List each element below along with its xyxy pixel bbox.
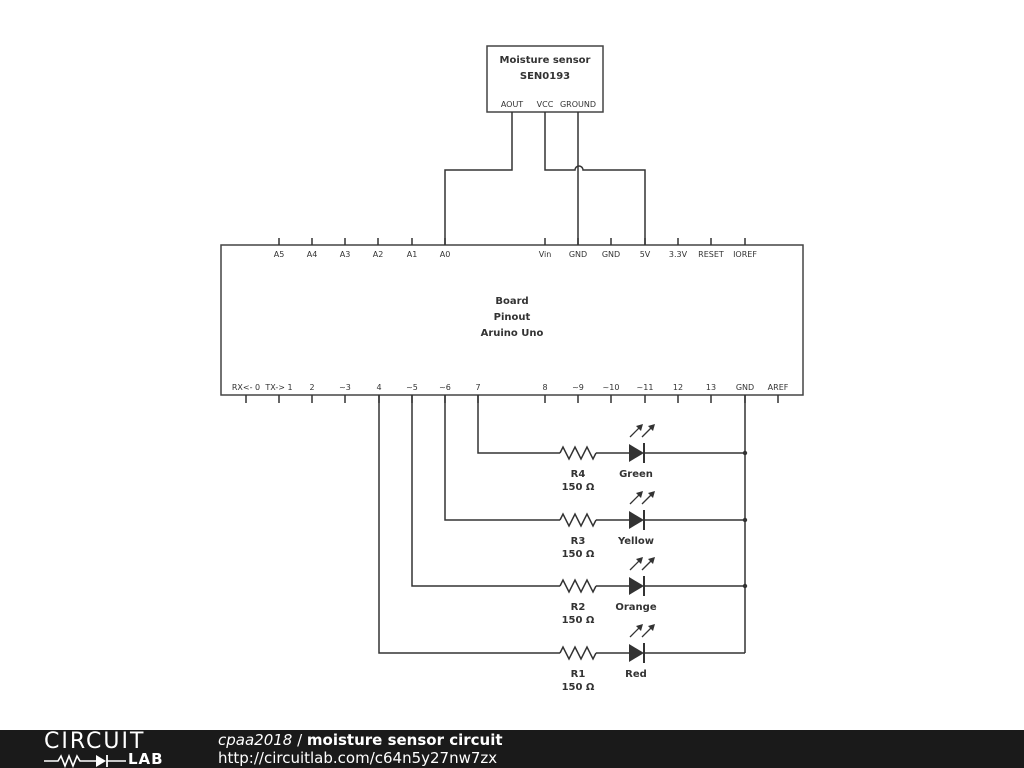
pin-label-bottom-rx-0: RX<- 0 <box>232 383 260 392</box>
wire-pin7-r4 <box>477 395 560 454</box>
light-arrowhead-icon <box>636 491 643 498</box>
resistor-r4-icon <box>559 445 597 461</box>
wire-pin5-r2 <box>411 395 560 587</box>
circuit-title: cpaa2018 / moisture sensor circuit <box>218 731 503 749</box>
pin-label-bottom-gnd: GND <box>736 383 754 392</box>
pin-label-top-a1: A1 <box>407 250 418 259</box>
circuitlab-logo[interactable]: CIRCUIT LAB <box>44 729 184 768</box>
resistor-label: R3 <box>571 536 586 547</box>
light-arrowhead-icon <box>648 491 655 498</box>
light-arrowhead-icon <box>636 557 643 564</box>
pin-label-bottom-12: 12 <box>673 383 683 392</box>
pin-label-top-reset: RESET <box>698 250 724 259</box>
pin-label-top-vin: Vin <box>539 250 552 259</box>
light-arrowhead-icon <box>648 557 655 564</box>
led-branch-green: R4 150 Ω Green <box>559 424 748 493</box>
board-title-2: Pinout <box>494 312 531 323</box>
led-label: Green <box>619 469 653 480</box>
junction-dot <box>742 583 748 589</box>
light-arrowhead-icon <box>648 624 655 631</box>
junction-dot <box>742 450 748 456</box>
resistor-r3-icon <box>559 512 597 528</box>
led-branch-red: R1 150 Ω Red <box>559 624 745 693</box>
pin-label-top-a0: A0 <box>440 250 451 259</box>
led-orange-icon <box>629 577 644 595</box>
wire-aout-a0 <box>444 112 513 245</box>
board-top-pins: A5 A4 A3 A2 A1 A0 Vin GND GND 5V 3.3V RESET IOREF <box>274 238 757 259</box>
resistor-r1-icon <box>559 645 597 661</box>
pin-label-top-gnd: GND <box>569 250 587 259</box>
led-branch-orange: R2 150 Ω Orange <box>559 557 748 626</box>
pin-label-bottom-aref: AREF <box>768 383 789 392</box>
sensor-model: SEN0193 <box>520 71 570 82</box>
pin-label-bottom-13: 13 <box>706 383 716 392</box>
resistor-value: 150 Ω <box>562 615 595 626</box>
resistor-value: 150 Ω <box>562 549 595 560</box>
author-link[interactable]: cpaa2018 <box>218 731 293 749</box>
pin-label-top-5v: 5V <box>640 250 651 259</box>
light-arrowhead-icon <box>636 424 643 431</box>
logo-text-circuit: CIRCUIT <box>44 729 146 754</box>
pin-label-top-a5: A5 <box>274 250 285 259</box>
wire-pin6-r3 <box>444 395 560 521</box>
resistor-r2-icon <box>559 578 597 594</box>
pin-label-top-a2: A2 <box>373 250 384 259</box>
led-branch-yellow: R3 150 Ω Yellow <box>559 491 748 560</box>
pin-label-bottom-4: 4 <box>376 383 381 392</box>
wire-pin4-r1 <box>378 395 560 654</box>
led-label: Orange <box>615 602 656 613</box>
pin-label-bottom-6: ~6 <box>439 383 451 392</box>
led-label: Yellow <box>617 536 654 547</box>
resistor-value: 150 Ω <box>562 682 595 693</box>
pin-label-top-a4: A4 <box>307 250 318 259</box>
moisture-sensor-box <box>486 45 604 113</box>
sensor-pin-aout: AOUT <box>501 100 523 109</box>
resistor-label: R1 <box>571 669 586 680</box>
pin-label-bottom-11: ~11 <box>637 383 654 392</box>
pin-label-bottom-9: ~9 <box>572 383 584 392</box>
logo-text-lab: LAB <box>128 750 164 768</box>
pin-label-top-3-3v: 3.3V <box>669 250 688 259</box>
light-arrowhead-icon <box>648 424 655 431</box>
arduino-board-box <box>220 244 804 396</box>
pin-label-bottom-tx-1: TX-> 1 <box>264 383 292 392</box>
led-red-icon <box>629 644 644 662</box>
led-label: Red <box>625 669 647 680</box>
pin-label-top-gnd: GND <box>602 250 620 259</box>
project-title: moisture sensor circuit <box>306 731 503 749</box>
resistor-label: R4 <box>571 469 586 480</box>
wire-vcc-5v <box>544 112 646 245</box>
logo-wave-icon <box>44 754 126 768</box>
led-yellow-icon <box>629 511 644 529</box>
pin-label-top-ioref: IOREF <box>733 250 757 259</box>
resistor-value: 150 Ω <box>562 482 595 493</box>
resistor-label: R2 <box>571 602 586 613</box>
board-title-3: Aruino Uno <box>481 328 544 339</box>
title-separator: / <box>292 731 307 749</box>
board-title-1: Board <box>495 296 528 307</box>
pin-label-top-a3: A3 <box>340 250 351 259</box>
board-bottom-pins: RX<- 0 TX-> 1 2 ~3 4 ~5 ~6 7 8 ~9 ~10 ~11 12 13 GND ARE… <box>232 383 789 403</box>
schematic-diagram: Moisture sensor SEN0193 AOUT VCC GROUND … <box>220 45 804 693</box>
sensor-pin-ground: GROUND <box>560 100 596 109</box>
pin-label-bottom-10: ~10 <box>603 383 620 392</box>
footer-bar: CIRCUIT LAB cpaa2018 / moisture sensor c… <box>0 730 1024 768</box>
pin-label-bottom-3: ~3 <box>339 383 351 392</box>
circuit-url-link[interactable]: http://circuitlab.com/c64n5y27nw7zx <box>218 749 498 767</box>
pin-label-bottom-8: 8 <box>542 383 547 392</box>
light-arrowhead-icon <box>636 624 643 631</box>
led-green-icon <box>629 444 644 462</box>
sensor-name: Moisture sensor <box>500 55 591 66</box>
junction-dot <box>742 517 748 523</box>
sensor-pin-vcc: VCC <box>537 100 554 109</box>
pin-label-bottom-5: ~5 <box>406 383 418 392</box>
pin-label-bottom-2: 2 <box>309 383 314 392</box>
pin-label-bottom-7: 7 <box>475 383 480 392</box>
